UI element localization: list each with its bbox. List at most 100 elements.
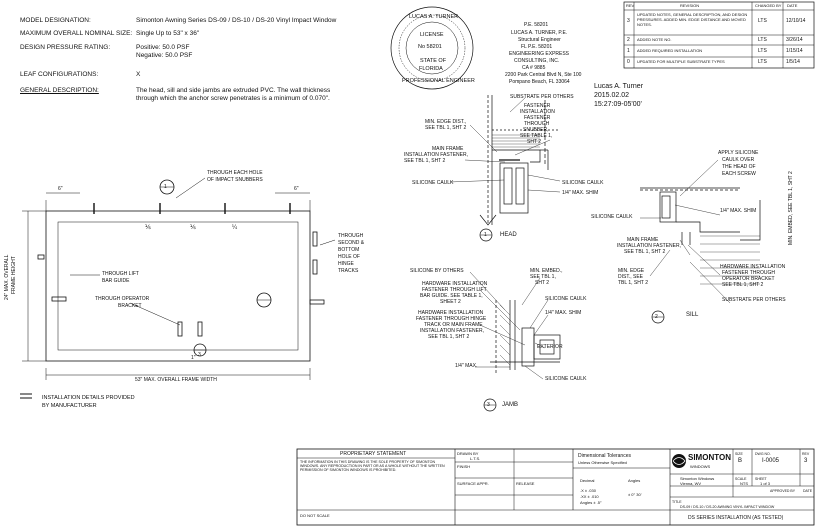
jamb-silicone-by-others: SILICONE BY OTHERS [410,268,464,274]
tolerance-3: Angles ± .5° [580,500,602,505]
jamb-hw-5: HARDWARE INSTALLATION [418,310,484,316]
jamb-min-embed-2: SEE TBL 1, [530,274,556,280]
size-value: Single Up to 53" x 36" [136,30,200,37]
config-label: LEAF CONFIGURATIONS: [20,71,99,78]
bottom-frac-2: 3 [198,352,201,358]
release-label: RELEASE [516,481,535,486]
jamb-hw-2: FASTENER THROUGH LIFT [422,287,487,293]
general-description-line-1: The head, sill and side jambs are extrud… [136,87,331,94]
frac-1: ⅙ [145,225,151,231]
rev-row-0-num: 0 [627,59,630,65]
sub-title: DS SERIES INSTALLATION (AS TESTED) [688,515,784,521]
rev-row-0-desc: UPDATED FOR MULTIPLE SUBSTRATE TYPES [637,59,725,64]
sill-main-frame-2: INSTALLATION FASTENER, [617,243,681,249]
rev-label: REV [802,452,810,456]
general-description-label: GENERAL DESCRIPTION: [20,87,99,94]
rev-row-3-date: 12/10/14 [786,18,806,24]
tolerance-4: ± 0° 30' [628,492,642,497]
through-second-3: BOTTOM [338,247,360,253]
window-inner-sash [57,221,299,351]
head-fastener-1: FASTENER [524,103,551,109]
head-silicone-caulk-right: SILICONE CAULK [562,180,604,186]
sill-apply-2: CAULK OVER [722,157,755,163]
head-fastener-4: THROUGH [524,121,550,127]
config-value: X [136,71,141,78]
sill-min-embed: MIN. EMBED, SEE TBL 1, SHT 2 [788,171,794,245]
head-fastener-2: INSTALLATION [520,109,555,115]
jamb-hw-6: FASTENER THROUGH HINGE [416,316,487,322]
seal-florida: FLORIDA [419,66,443,72]
through-second-5: HINGE [338,261,354,267]
engineer-address: 2200 Park Central Blvd N, Ste 100 [505,72,582,78]
jamb-hw-8: INSTALLATION FASTENER, [420,328,484,334]
company-address: Simonton Windows [680,476,715,481]
size-label: MAXIMUM OVERALL NOMINAL SIZE: [20,30,133,37]
bottom-frac-1: 1" [191,355,196,361]
sill-min-edge-2: DIST., SEE [618,274,644,280]
dwg-value: I-0005 [762,458,780,464]
seal-license: LICENSE [420,32,444,38]
sill-main-frame-1: MAIN FRAME [627,237,659,243]
size-value: B [738,458,743,464]
sill-label: SILL [686,312,699,318]
rev-row-3-desc: UPDATED NOTES, GENERAL DESCRIPTION, AND … [637,12,748,27]
sill-min-edge-3: TBL 1, SHT 2 [618,280,649,286]
company-address-2: Vienna, WV [680,481,702,486]
through-second-6: TRACKS [338,268,359,274]
general-description-line-2: through which the anchor screw penetrate… [136,95,330,102]
sill-apply-1: APPLY SILICONE [718,150,759,156]
through-each-hole: THROUGH EACH HOLE [207,170,263,176]
rev-row-1-desc: ADDED REQUIRED INSTALLATION [637,48,703,53]
jamb-min-embed-3: SHT 2 [535,280,550,286]
sill-hardware-1: HARDWARE INSTALLATION [720,264,786,270]
dim-top-left: 6" [58,186,63,192]
head-num: 1 [484,232,487,238]
angles-label: Angles [628,478,641,483]
jamb-hw-7: TRACK OR MAIN FRAME [424,322,483,328]
rev-row-2-num: 2 [627,37,630,43]
through-second-1: THROUGH [338,233,364,239]
jamb-silicone-caulk: SILICONE CAULK [545,296,587,302]
head-fastener-5: SNUBBER, [523,127,549,133]
engineer-ca: CA # 9885 [522,65,546,71]
sill-apply-4: EACH SCREW [722,171,756,177]
legend-line-1: INSTALLATION DETAILS PROVIDED [42,395,135,401]
engineer-city: Pompano Beach, FL 33064 [509,79,570,85]
detail-callout-1: 1 [164,184,167,190]
seal-professional: PROFESSIONAL ENGINEER [402,78,475,84]
rev-row-2-desc: ADDED NOTE NO. [637,37,672,42]
decimal-label: Decimal [580,478,595,483]
head-main-frame-1: MAIN FRAME [432,146,464,152]
head-label: HEAD [500,232,517,238]
signature-date: 2015.02.02 [594,92,630,99]
engineer-fl: FL P.E. 58201 [521,44,553,50]
dim-top-right: 6" [294,186,299,192]
rev-header-rev: REV [626,3,635,8]
width-label: 53" MAX. OVERALL FRAME WIDTH [135,377,217,383]
head-main-frame-3: SEE TBL 1, SHT 2 [404,158,446,164]
rev-row-3-by: LTS [758,18,767,24]
pressure-label: DESIGN PRESSURE RATING: [20,44,111,51]
tolerance-2: .XX ± .010 [580,494,599,499]
scale-label: SCALE [735,477,747,481]
jamb-shim-2: 1/4" MAX. [455,363,478,369]
through-operator-1: THROUGH OPERATOR [95,296,150,302]
of-impact-snubbers: OF IMPACT SNUBBERS [207,177,263,183]
company-logo-text: SIMONTON [688,453,731,462]
rev-row-2-date: 3/26/14 [786,37,803,43]
jamb-label: JAMB [502,402,519,408]
sheet-label: SHEET [755,477,767,481]
signature-name: Lucas A. Turner [594,83,644,90]
through-lift-2: BAR GUIDE [102,278,130,284]
sill-hardware-3: OPERATOR BRACKET [722,276,775,282]
drawn-by-label: DRAWN BY [457,451,479,456]
head-min-edge-1: MIN. EDGE DIST., [425,119,467,125]
head-fastener-7: SHT 2 [527,139,542,145]
through-lift-1: THROUGH LIFT [102,271,139,277]
engineer-company-2: CONSULTING, INC. [514,58,560,64]
rev-value: 3 [804,458,808,464]
through-operator-2: BRACKET [118,303,142,309]
through-second-4: HOLE OF [338,254,360,260]
jamb-num: 3 [487,402,490,408]
